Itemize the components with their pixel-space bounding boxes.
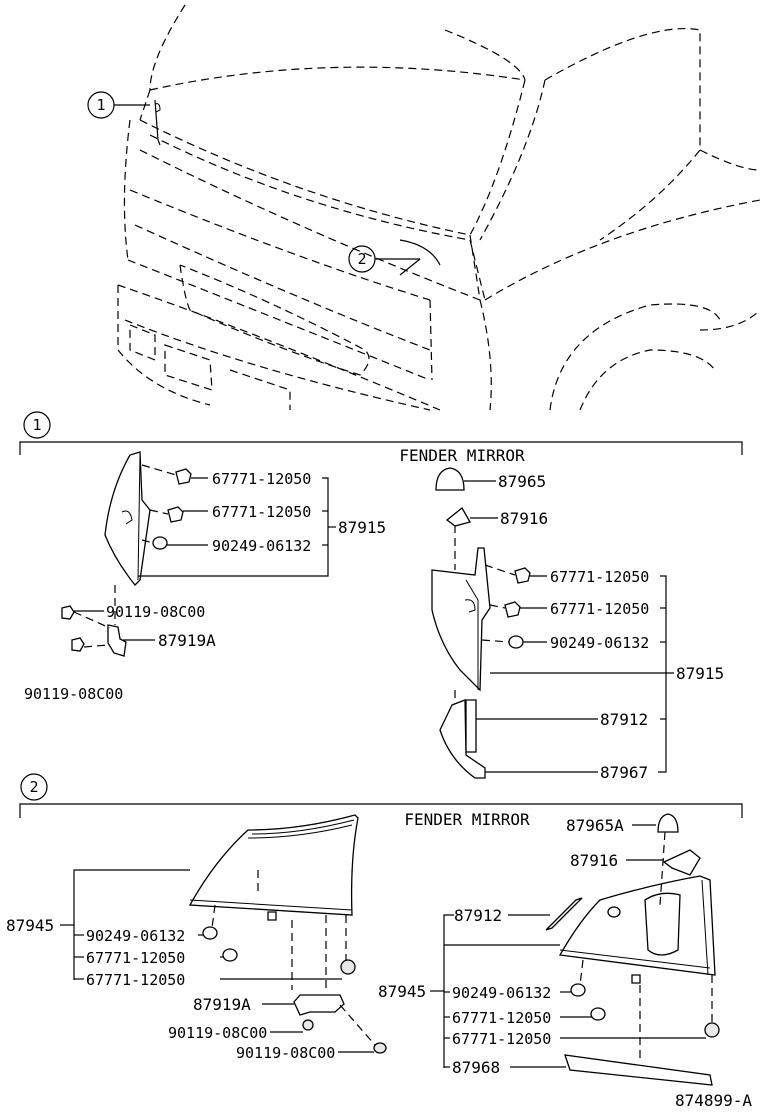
label-87919A: 87919A [158,631,216,650]
callout-number: 1 [96,96,105,114]
label-87915: 87915 [338,518,386,537]
label-87912: 87912 [600,710,648,729]
label-90119-08C00-top: 90119-08C00 [106,603,205,621]
section-2-left-mirror [188,814,387,1054]
label-90119-08C00-c: 90119-08C00 [168,1024,267,1042]
label-90119-08C00-d: 90119-08C00 [236,1044,335,1062]
label-67771-12050-e: 67771-12050 [86,949,185,967]
callout-2-overview: 2 [348,245,421,276]
label-90119-08C00-bottom: 90119-08C00 [24,685,123,703]
label-67771-12050-a: 67771-12050 [212,470,311,488]
section-2-right-labels: 87965A 87916 87912 87945 90249-06132 677… [378,816,706,1077]
callout-number: 2 [29,778,38,796]
section-1-left-labels: 67771-12050 67771-12050 90249-06132 8791… [24,470,386,703]
label-87916-b: 87916 [570,851,618,870]
label-87912-b: 87912 [454,906,502,925]
label-87919A-b: 87919A [193,995,251,1014]
label-90249-06132-c: 90249-06132 [86,927,185,945]
label-67771-12050-g: 67771-12050 [452,1009,551,1027]
section-2-header: FENDER MIRROR [404,810,530,829]
truck-cab-illustration [117,4,760,411]
label-87968: 87968 [452,1058,500,1077]
callout-1-overview: 1 [87,91,150,119]
label-67771-12050-c: 67771-12050 [550,568,649,586]
label-67771-12050-b: 67771-12050 [212,503,311,521]
section-1-right-labels: 87965 87916 67771-12050 67771-12050 9024… [464,472,724,782]
section-1-frame: 1 FENDER MIRROR [19,411,743,465]
label-67771-12050-d: 67771-12050 [550,600,649,618]
section-2-right-mirror [545,813,720,1086]
label-90249-06132-d: 90249-06132 [452,984,551,1002]
label-87945: 87945 [6,916,54,935]
section-1-header: FENDER MIRROR [399,446,525,465]
label-90249-06132: 90249-06132 [212,537,311,555]
section-1-right-mirror [431,467,531,779]
figure-id: 874899-A [675,1091,752,1110]
label-87945-b: 87945 [378,982,426,1001]
section-2-left-labels: 87945 90249-06132 67771-12050 67771-1205… [6,869,374,1062]
section-1-left-mirror [61,451,192,657]
label-87915-b: 87915 [676,664,724,683]
label-90249-06132-b: 90249-06132 [550,634,649,652]
callout-number: 2 [357,250,366,268]
section-2-frame: 2 FENDER MIRROR [19,773,743,829]
callout-number: 1 [32,416,41,434]
label-87965: 87965 [498,472,546,491]
label-87967: 87967 [600,763,648,782]
label-87916: 87916 [500,509,548,528]
label-87965A: 87965A [566,816,624,835]
label-67771-12050-f: 67771-12050 [86,971,185,989]
label-67771-12050-h: 67771-12050 [452,1030,551,1048]
